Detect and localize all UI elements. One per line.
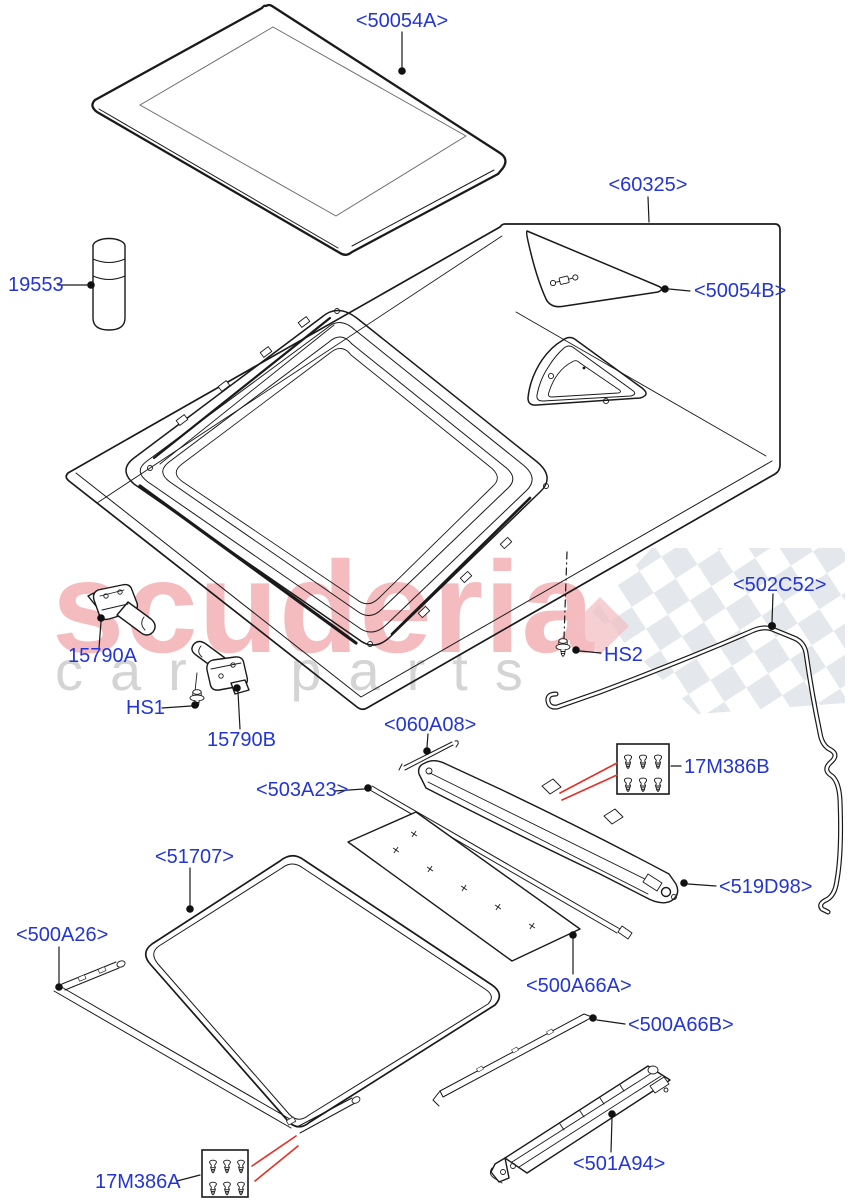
label-519D98[interactable]: <519D98> (719, 876, 812, 898)
label-60325[interactable]: <60325> (609, 174, 688, 196)
leader-lines (55, 31, 776, 1182)
part-track-501A94 (489, 1065, 671, 1184)
label-19553[interactable]: 19553 (8, 274, 64, 296)
part-deflector-519D98 (417, 760, 679, 904)
vent-glass-hinge-glyph (549, 274, 579, 287)
part-rail-500A66B (432, 1013, 593, 1107)
part-board-500A66A (347, 811, 581, 962)
part-rail-500A26 (53, 960, 361, 1134)
part-sealant-can-19553 (92, 237, 126, 331)
label-15790A[interactable]: 15790A (68, 645, 138, 667)
label-500A26[interactable]: <500A26> (16, 924, 108, 946)
label-HS1[interactable]: HS1 (126, 697, 165, 719)
label-500A66B[interactable]: <500A66B> (628, 1014, 734, 1036)
label-50054B[interactable]: <50054B> (694, 280, 786, 302)
part-roof-panel-60325 (65, 223, 781, 711)
watermark-brand-text: scuderia (52, 534, 595, 680)
part-drain-tube-502C52 (545, 625, 844, 915)
hardware-box-17M386B (559, 743, 670, 801)
watermark-tagline-text: car parts (55, 639, 550, 702)
label-50054A[interactable]: <50054A> (356, 10, 448, 32)
checkered-flag-pink-diamond (571, 597, 629, 655)
panel-vent-cutout (527, 336, 647, 406)
part-motor-15790A (87, 583, 156, 636)
watermark: scuderia car parts (52, 534, 845, 714)
part-sunroof-glass-50054A (91, 3, 507, 256)
label-51707[interactable]: <51707> (155, 846, 234, 868)
screw-hs2 (555, 551, 571, 657)
part-vent-glass-50054B (525, 230, 663, 308)
label-500A66A[interactable]: <500A66A> (526, 975, 632, 997)
label-15790B[interactable]: 15790B (207, 729, 276, 751)
part-labels: <50054A> <60325> 19553 <50054B> 15790A H… (8, 10, 826, 1193)
hardware-box-17M386A (201, 1135, 299, 1198)
label-060A08[interactable]: <060A08> (384, 714, 476, 736)
label-17M386B[interactable]: 17M386B (684, 756, 770, 778)
label-501A94[interactable]: <501A94> (573, 1153, 665, 1175)
checkered-flag-graphic (592, 548, 845, 714)
panel-sunroof-frame (125, 308, 549, 647)
label-503A23[interactable]: <503A23> (256, 779, 348, 801)
label-HS2[interactable]: HS2 (604, 644, 643, 666)
label-17M386A[interactable]: 17M386A (95, 1171, 181, 1193)
label-502C52[interactable]: <502C52> (733, 574, 826, 596)
